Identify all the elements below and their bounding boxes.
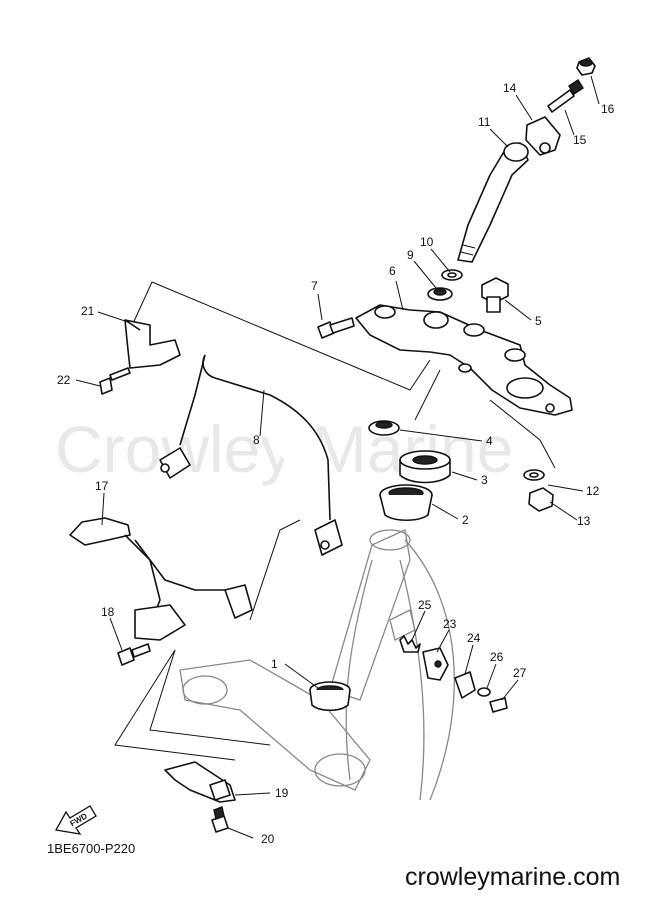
part-17-stay (69, 517, 253, 641)
callout-16: 16 (601, 102, 615, 116)
part-10-washer (441, 269, 463, 281)
callout-10: 10 (420, 235, 434, 249)
callout-1: 1 (271, 657, 278, 671)
part-6-upper-bracket (355, 304, 573, 416)
callout-6: 6 (389, 264, 396, 278)
callout-20: 20 (261, 832, 275, 846)
callout-numbers: 1 2 3 4 5 6 7 8 9 10 11 12 13 14 15 16 1… (57, 81, 615, 846)
callout-18: 18 (101, 605, 115, 619)
part-21-bracket (124, 319, 181, 369)
part-9-collar (427, 287, 453, 301)
callout-12: 12 (586, 484, 600, 498)
part-14-clamp (525, 116, 561, 156)
part-25-spring (399, 635, 421, 653)
callout-7: 7 (311, 279, 318, 293)
part-1-bearing (309, 681, 351, 712)
part-12-washer (523, 469, 545, 481)
part-20-bolt (211, 806, 229, 833)
part-27-screw (489, 697, 508, 713)
callout-27: 27 (513, 666, 527, 680)
callout-8: 8 (253, 433, 260, 447)
part-15-bolt (547, 79, 584, 113)
part-13-nut (528, 487, 554, 512)
frame-outline (179, 529, 455, 801)
fwd-arrow-icon: FWD (54, 805, 97, 835)
callout-3: 3 (481, 473, 488, 487)
callout-13: 13 (577, 514, 591, 528)
callout-24: 24 (467, 631, 481, 645)
callout-17: 17 (95, 479, 109, 493)
callout-26: 26 (490, 650, 504, 664)
callout-9: 9 (407, 248, 414, 262)
part-24-plate (454, 671, 476, 699)
callout-leaders (75, 75, 600, 839)
part-5-bolt (481, 277, 509, 313)
part-16-nut (576, 57, 596, 76)
callout-25: 25 (418, 598, 432, 612)
callout-22: 22 (57, 373, 71, 387)
part-22-bolt (99, 367, 131, 395)
callout-15: 15 (573, 133, 587, 147)
drawing-code: 1BE6700-P220 (47, 841, 135, 856)
part-23-lock (422, 647, 449, 681)
callout-19: 19 (275, 786, 289, 800)
callout-21: 21 (81, 304, 95, 318)
callout-23: 23 (443, 617, 457, 631)
part-7-bolt (317, 317, 355, 339)
callout-11: 11 (478, 115, 491, 129)
part-8-cable (159, 354, 343, 556)
part-26-washer (477, 687, 491, 697)
callout-5: 5 (535, 314, 542, 328)
part-11-stem (457, 142, 529, 263)
site-url: crowleymarine.com (405, 863, 620, 891)
part-19-holder (164, 761, 236, 803)
callout-14: 14 (503, 81, 517, 95)
alignment-lines (114, 281, 556, 761)
part-18-bolt (117, 643, 151, 666)
part-4-ring-nut (368, 420, 400, 436)
callout-2: 2 (462, 513, 469, 527)
callout-4: 4 (486, 434, 493, 448)
part-3-bearing-cover (399, 450, 451, 484)
part-2-bearing (379, 484, 433, 522)
